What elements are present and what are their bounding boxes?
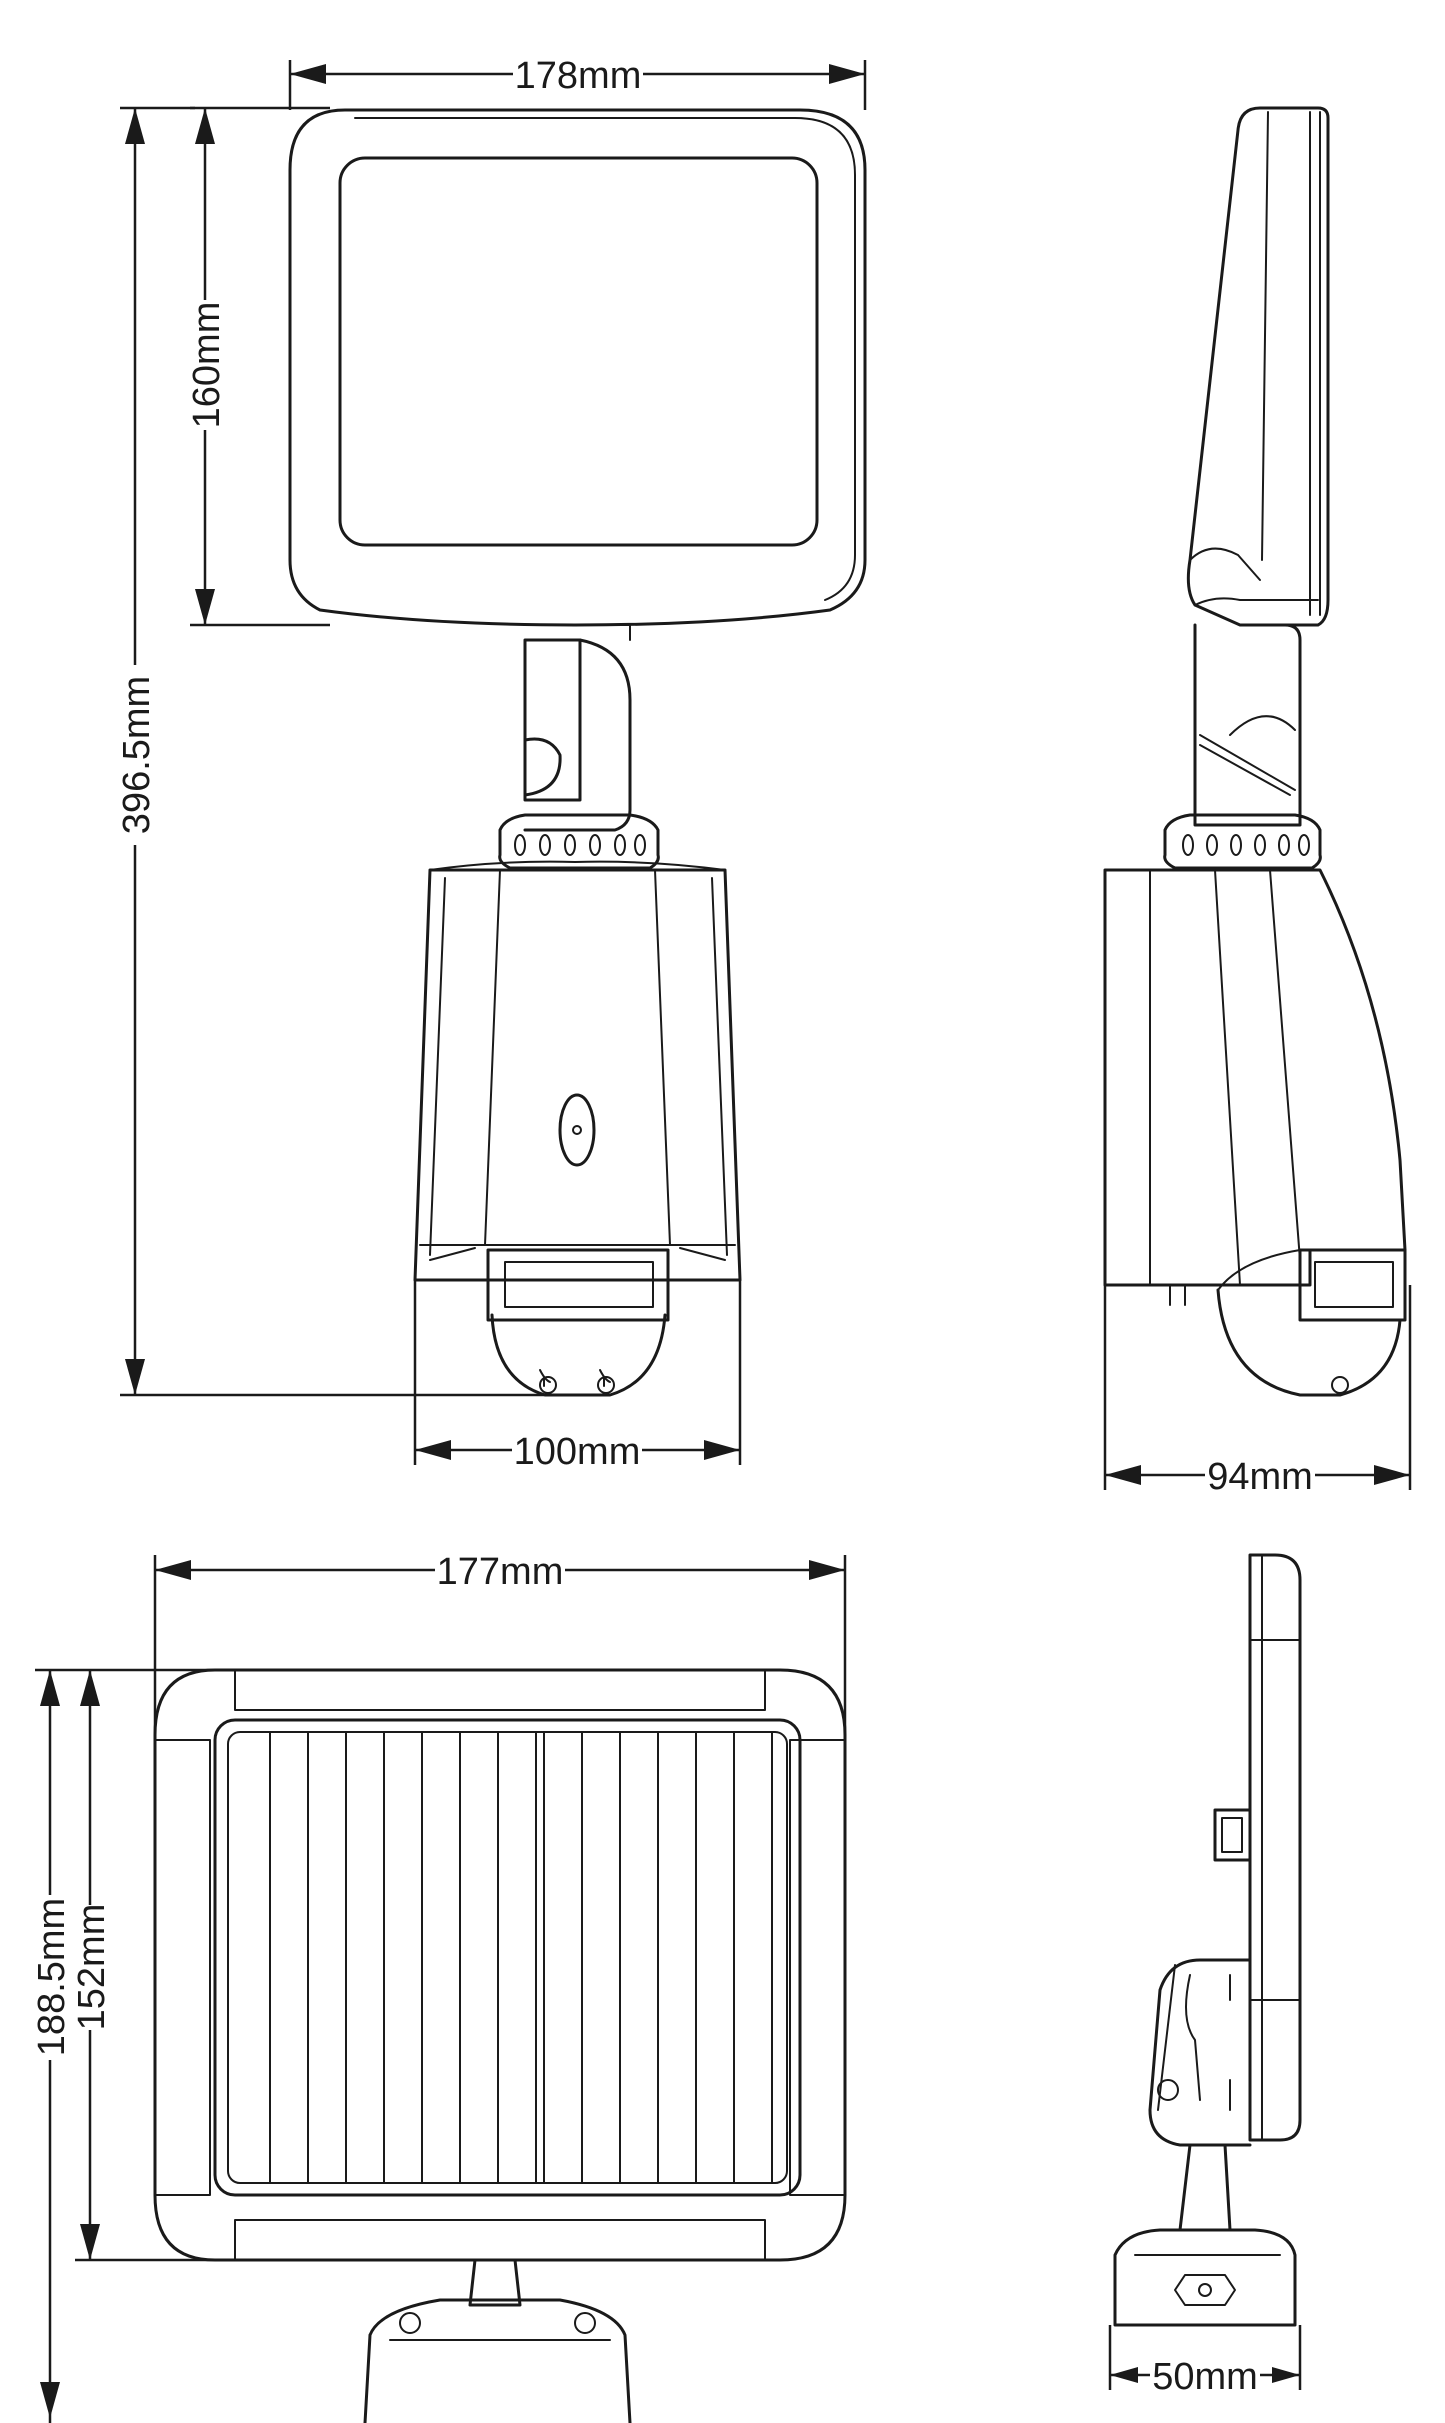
label-100mm: 100mm	[514, 1431, 641, 1473]
side-collar	[1163, 813, 1322, 870]
panel-edge-view: 50mm	[1108, 1553, 1302, 2398]
side-arm	[1193, 623, 1302, 827]
side-collar-vents	[1182, 834, 1310, 856]
label-396-5mm: 396.5mm	[116, 676, 158, 834]
front-sensor-housing	[486, 1248, 670, 1322]
label-50mm: 50mm	[1152, 2356, 1258, 2398]
dim-396-5mm: 396.5mm	[112, 106, 545, 1397]
dim-160mm: 160mm	[183, 106, 330, 627]
solar-cells	[213, 1718, 802, 2197]
panel-edge	[1248, 1553, 1302, 2142]
dim-100mm: 100mm	[413, 1280, 742, 1473]
label-152mm: 152mm	[71, 1904, 113, 2031]
dim-50mm: 50mm	[1108, 2325, 1302, 2398]
dim-94mm: 94mm	[1103, 1285, 1412, 1498]
panel-face-view: 177mm 188.5mm 152mm	[26, 1548, 847, 2423]
panel-bracket	[468, 2258, 522, 2307]
side-panel	[1186, 106, 1330, 627]
dim-177mm: 177mm	[153, 1548, 847, 1735]
label-188-5mm: 188.5mm	[31, 1898, 73, 2056]
edge-sensor	[1148, 1958, 1252, 2147]
front-lamp-body	[413, 868, 742, 1282]
label-177mm: 177mm	[437, 1551, 564, 1593]
front-view: 178mm 160mm 396.5mm 100mm	[112, 52, 867, 1473]
dim-188-5mm: 188.5mm	[26, 1668, 215, 2423]
label-160mm: 160mm	[186, 302, 228, 429]
front-arm	[523, 638, 582, 802]
edge-clip	[1213, 1808, 1252, 1862]
side-sensor-housing	[1298, 1248, 1407, 1322]
front-panel-inner	[338, 156, 819, 547]
dim-152mm: 152mm	[67, 1670, 215, 2262]
keyhole-icon	[558, 1093, 596, 1167]
collar-vents	[514, 834, 646, 856]
edge-mount	[1113, 2228, 1297, 2327]
side-sensor-dome	[1216, 1288, 1402, 1397]
cell-dividers	[269, 1731, 773, 2184]
front-sensor-dome	[490, 1313, 667, 1397]
side-lamp-body	[1103, 868, 1407, 1287]
panel-face-outer	[153, 1668, 847, 2262]
front-panel-outer	[288, 108, 867, 627]
dim-178mm: 178mm	[288, 52, 867, 110]
side-view: 94mm	[1103, 106, 1412, 1498]
label-94mm: 94mm	[1207, 1456, 1313, 1498]
front-collar	[498, 813, 660, 870]
label-178mm: 178mm	[515, 55, 642, 97]
